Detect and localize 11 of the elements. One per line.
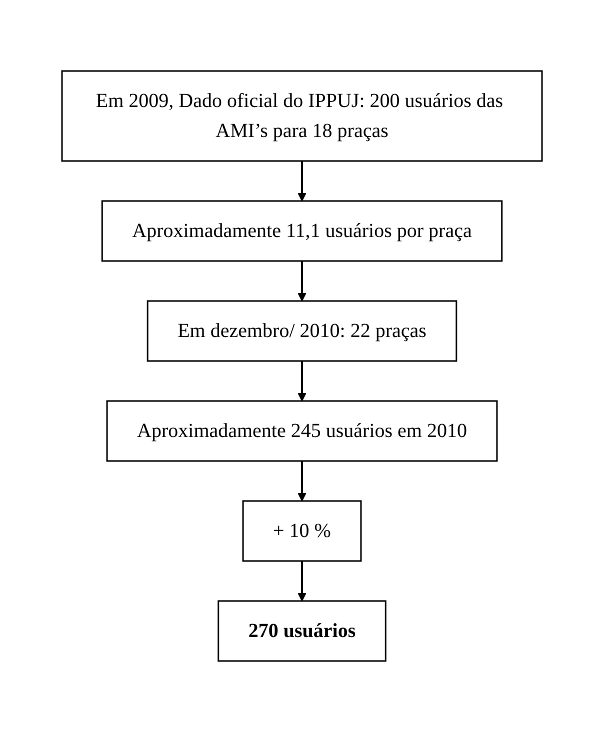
node-box: Aproximadamente 11,1 usuários por praça [100,200,502,262]
node-box: + 10 % [242,500,362,562]
node-box: Em 2009, Dado oficial do IPPUJ: 200 usuários das AMI’s para 18 praças [60,70,542,162]
arrow [297,260,306,301]
arrow [297,360,306,401]
arrow [297,560,306,601]
node-box: Em dezembro/ 2010: 22 praças [146,300,457,362]
node-box: 270 usuários [217,600,386,662]
node-box: Aproximadamente 245 usuários em 2010 [106,400,498,462]
arrow [297,460,306,501]
arrow [297,160,306,201]
